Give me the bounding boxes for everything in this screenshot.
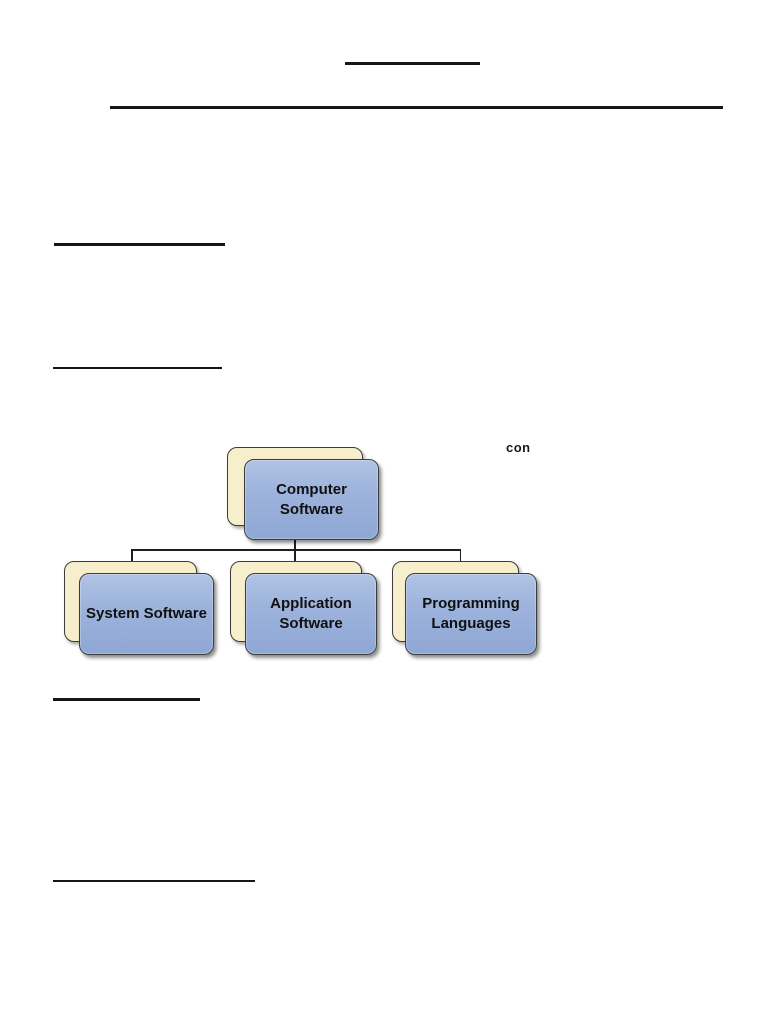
section-heading-underline-4 bbox=[53, 880, 255, 882]
node-front-card: Application Software bbox=[245, 573, 377, 655]
connector-drop-left bbox=[131, 549, 133, 562]
connector-horizontal-bar bbox=[131, 549, 461, 551]
clipped-text: con bbox=[506, 445, 531, 455]
section-heading-underline-2 bbox=[53, 367, 222, 369]
section-heading-underline-3 bbox=[53, 698, 200, 701]
connector-drop-right bbox=[459, 549, 461, 562]
node-front-card: Programming Languages bbox=[405, 573, 537, 655]
node-label: Programming Languages bbox=[422, 595, 520, 632]
diagram-node-computer-software: Computer Software bbox=[227, 447, 392, 547]
diagram-node-application-software: Application Software bbox=[230, 561, 388, 661]
clipped-text-fragment: con bbox=[506, 445, 546, 456]
title-underline bbox=[345, 62, 480, 65]
diagram-node-system-software: System Software bbox=[64, 561, 224, 661]
node-label: System Software bbox=[86, 605, 207, 622]
node-label: Computer Software bbox=[276, 480, 347, 518]
node-front-card: Computer Software bbox=[244, 459, 379, 540]
node-label: Application Software bbox=[270, 595, 352, 632]
connector-drop-middle bbox=[294, 549, 296, 562]
section-heading-underline-1 bbox=[54, 243, 225, 246]
node-front-card: System Software bbox=[79, 573, 214, 655]
subtitle-underline bbox=[110, 106, 723, 109]
diagram-node-programming-languages: Programming Languages bbox=[392, 561, 548, 661]
connector-root-stem bbox=[294, 540, 296, 549]
